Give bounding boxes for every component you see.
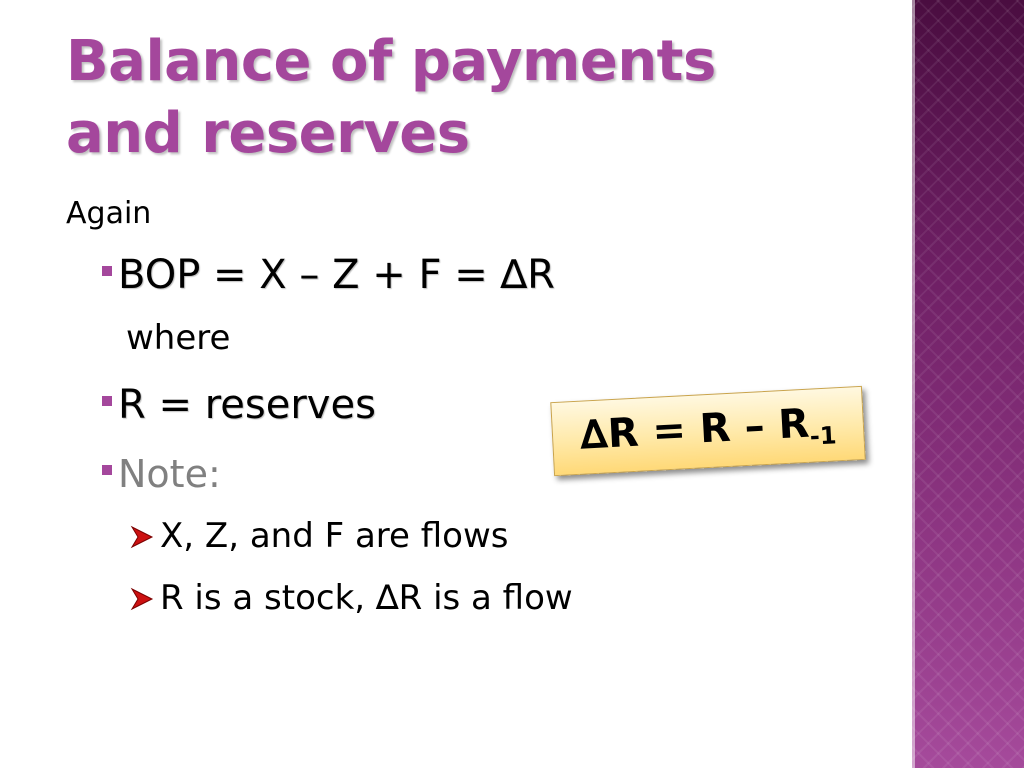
callout-equation: ∆R = R – R-1 bbox=[579, 399, 837, 462]
square-bullet-icon bbox=[102, 266, 112, 276]
sub-bullet-stock-flow: R is a stock, ∆R is a flow bbox=[130, 578, 573, 618]
bullet-text: BOP = X – Z + F = ∆R bbox=[118, 252, 555, 298]
where-text: where bbox=[126, 318, 231, 358]
sub-bullet-text: X, Z, and F are flows bbox=[160, 516, 509, 556]
callout-main-text: ∆R = R – R bbox=[578, 400, 811, 459]
arrow-bullet-icon bbox=[130, 587, 154, 611]
square-bullet-icon bbox=[102, 465, 112, 475]
bullet-note: Note: bbox=[102, 452, 221, 496]
sub-bullet-text: R is a stock, ∆R is a flow bbox=[160, 578, 573, 618]
slide-title: Balance of payments and reserves bbox=[66, 26, 886, 170]
reserves-change-callout: ∆R = R – R-1 bbox=[550, 385, 866, 477]
bullet-reserves-definition: R = reserves bbox=[102, 382, 376, 428]
title-line-1: Balance of payments bbox=[66, 29, 716, 94]
bullet-text: Note: bbox=[118, 452, 221, 496]
square-bullet-icon bbox=[102, 396, 112, 406]
arrow-bullet-icon bbox=[130, 525, 154, 549]
bullet-bop-equation: BOP = X – Z + F = ∆R bbox=[102, 252, 555, 298]
sub-bullet-flows: X, Z, and F are flows bbox=[130, 516, 508, 556]
callout-subscript: -1 bbox=[809, 421, 838, 451]
bullet-text: R = reserves bbox=[118, 382, 376, 428]
decorative-side-band bbox=[912, 0, 1024, 768]
intro-text: Again bbox=[66, 196, 152, 231]
title-line-2: and reserves bbox=[66, 101, 470, 166]
